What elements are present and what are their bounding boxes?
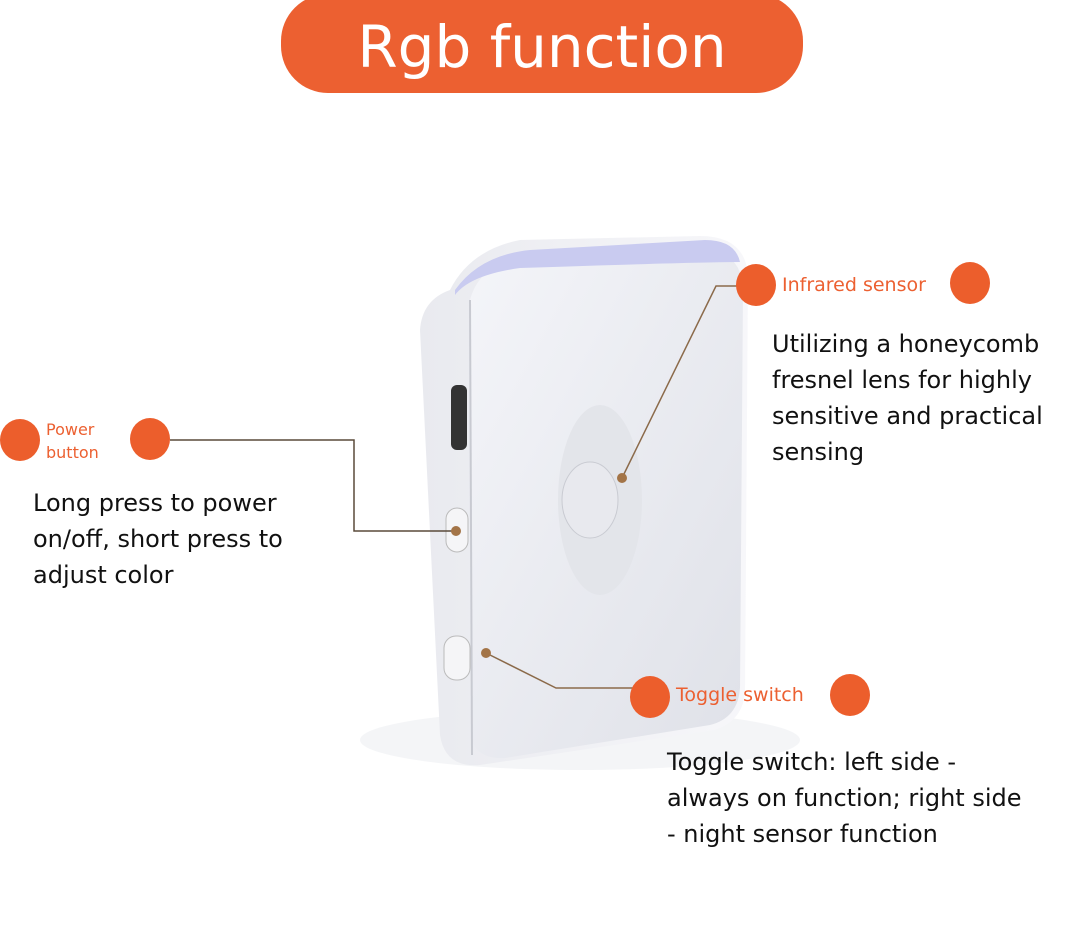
sensor-device: [360, 236, 800, 770]
toggle-switch-description: Toggle switch: left side - always on fun…: [667, 748, 1022, 848]
toggle-switch-label: Toggle switch: [676, 684, 804, 706]
toggle-leader-line: [485, 652, 634, 689]
page-title: Rgb function: [281, 0, 803, 93]
power-button-label: Power button: [46, 420, 99, 462]
power-leader-line: [170, 439, 456, 532]
power-marker-dot: [130, 418, 170, 460]
infrared-marker-dot: [736, 264, 776, 306]
toggle-marker-dot: [630, 676, 670, 718]
infrared-marker-dot: [950, 262, 990, 304]
infrared-sensor-label: Infrared sensor: [782, 274, 926, 296]
infrared-leader-line: [621, 285, 740, 479]
power-button-description: Long press to power on/off, short press …: [33, 489, 283, 589]
toggle-marker-dot: [830, 674, 870, 716]
infrared-sensor-description: Utilizing a honeycomb fresnel lens for h…: [772, 330, 1043, 466]
power-marker-dot: [0, 419, 40, 461]
